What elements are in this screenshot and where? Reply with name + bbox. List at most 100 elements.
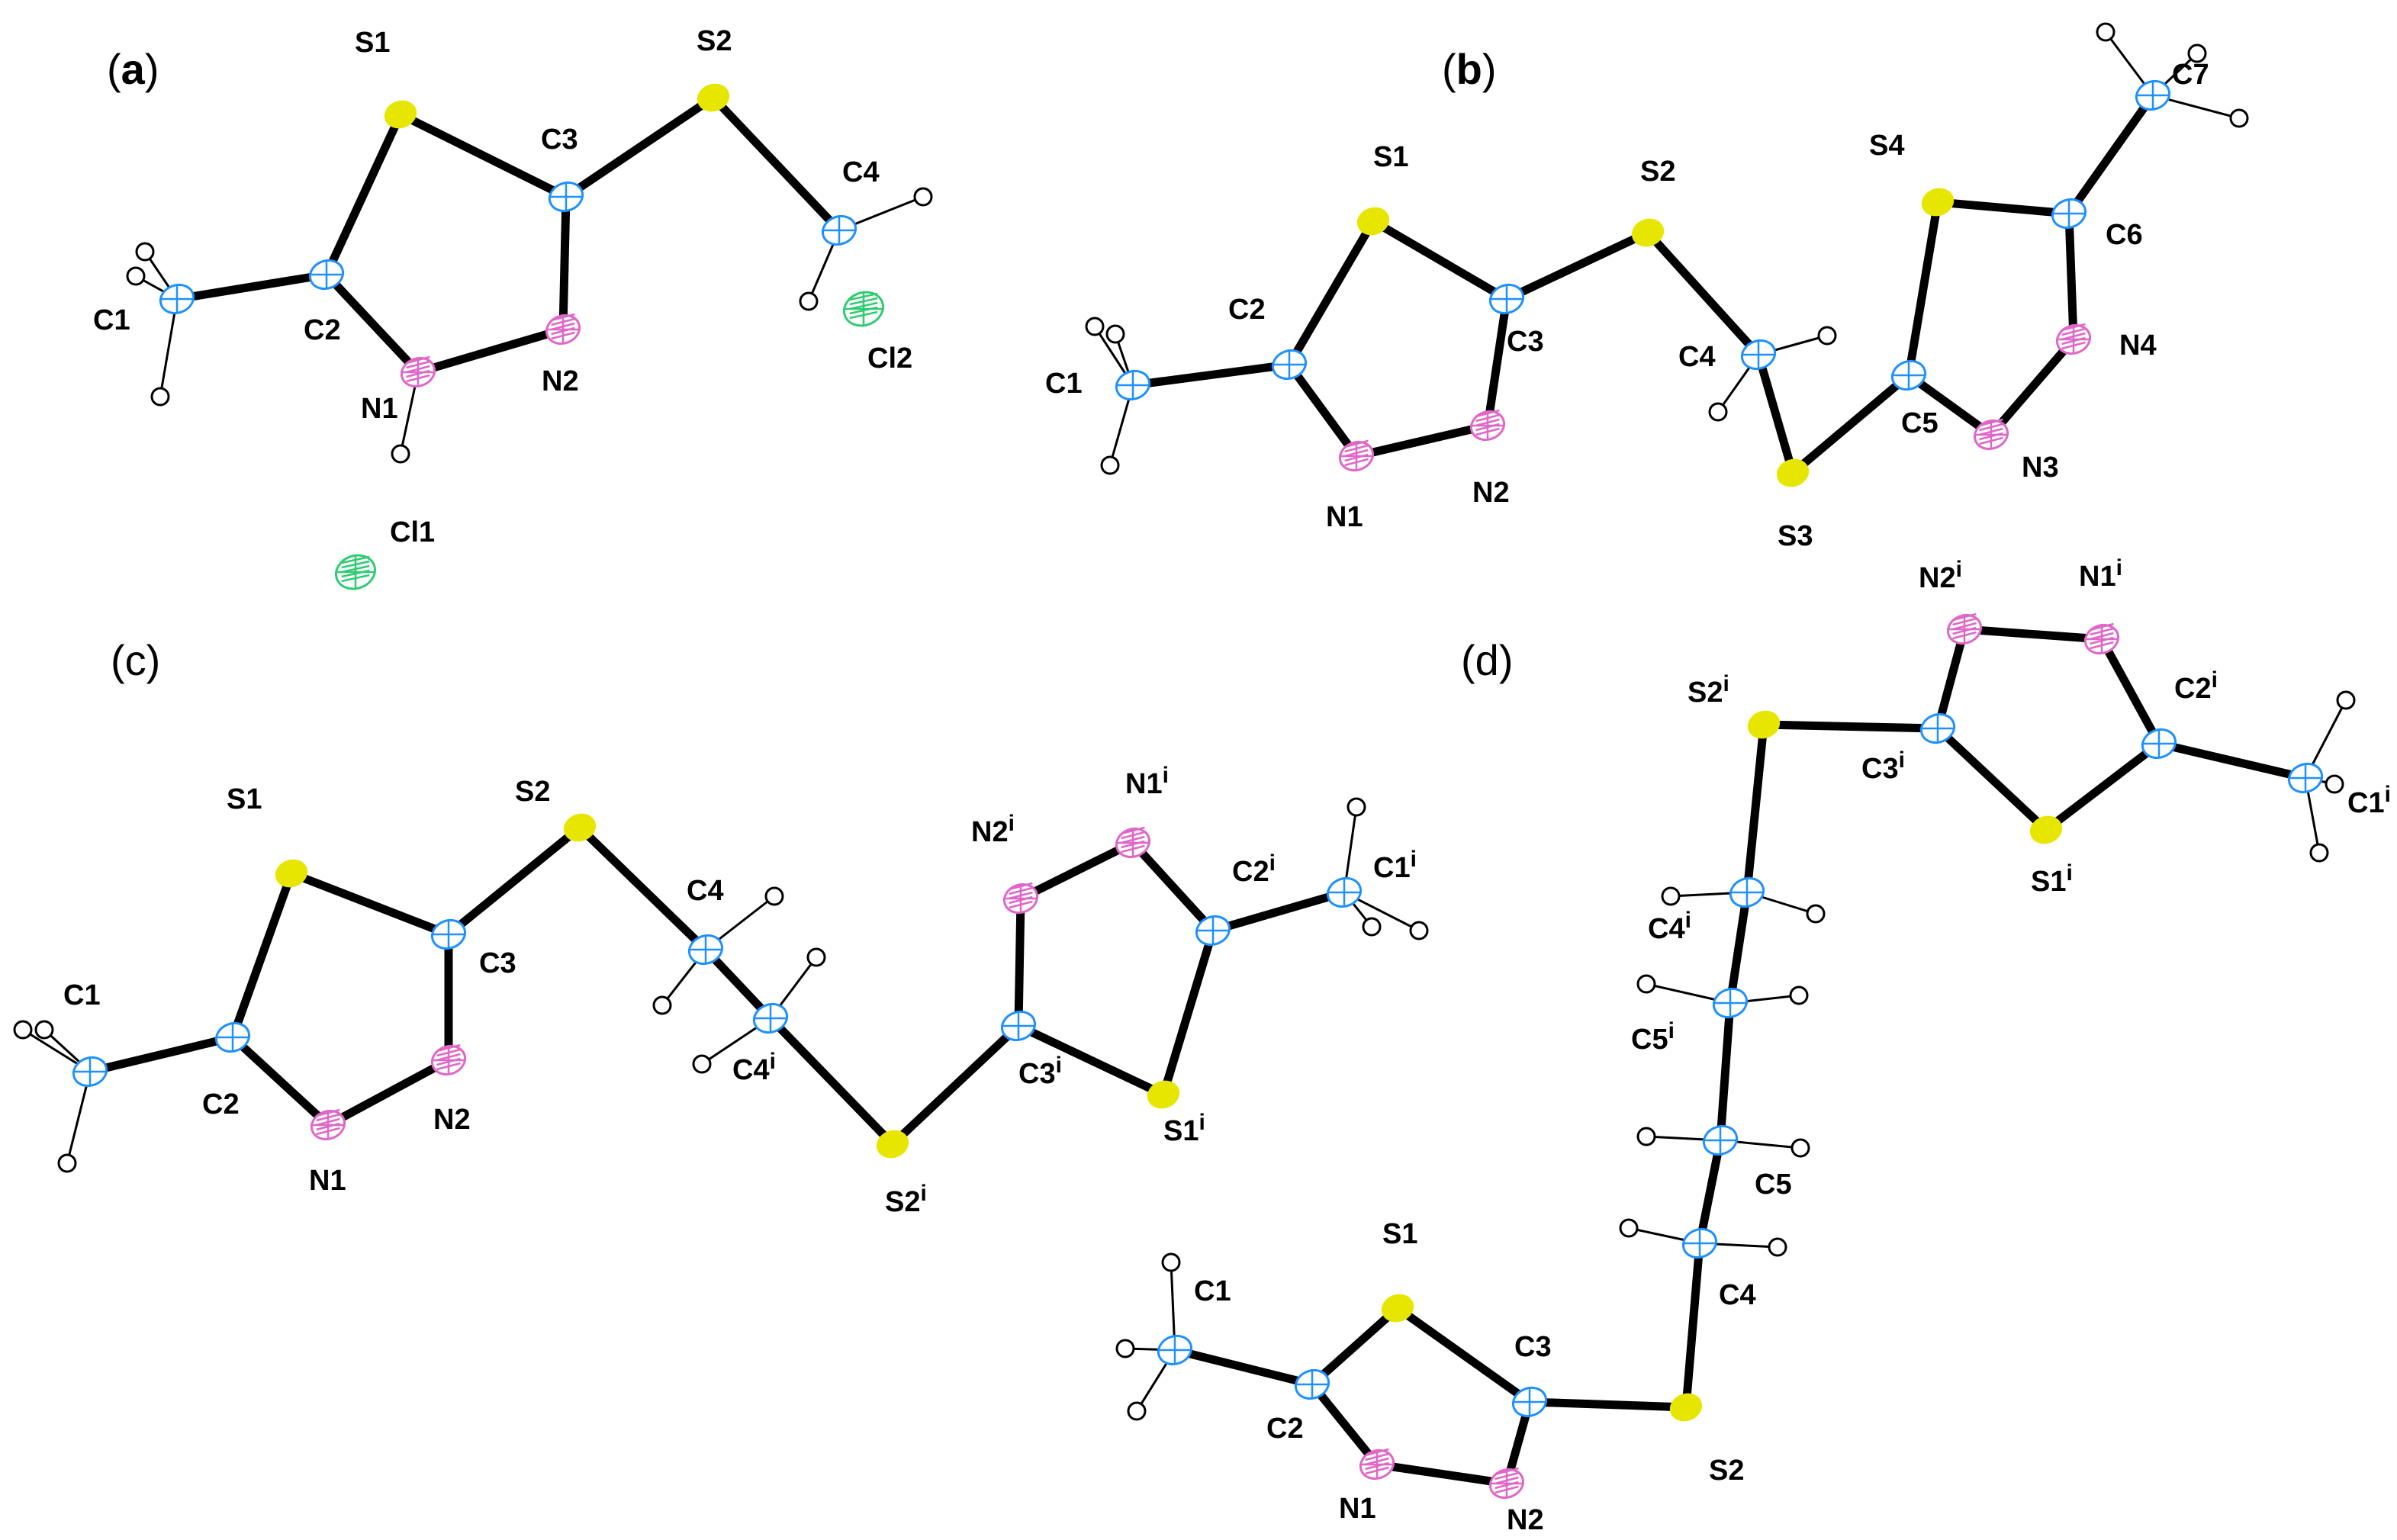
hydrogen-atom-c-17	[764, 886, 784, 906]
bond-c-s2-c4	[575, 823, 710, 954]
bond-d-s1-c2	[1308, 1304, 1402, 1389]
atom-b-n4	[2055, 323, 2092, 355]
atom-a-c2	[308, 259, 345, 291]
atom-label-b-s3: S3	[1778, 520, 1813, 552]
bond-b-c6-n4	[2064, 209, 2078, 344]
bond-c-c3i-n2i	[1014, 894, 1025, 1030]
atom-c-c3i	[1000, 1010, 1037, 1042]
bond-b-s3-c5	[1788, 371, 1913, 477]
hydrogen-atom-a-2	[150, 387, 170, 407]
bond-c-s1i-c3i	[1014, 1021, 1168, 1099]
atom-label-d-c1i: C1i	[2347, 782, 2391, 819]
bond-c-s2i-c3i	[888, 1021, 1023, 1149]
atom-b-c2	[1271, 349, 1308, 381]
atom-label-b-c5: C5	[1901, 407, 1939, 439]
bond-b-c6-c7	[2064, 91, 2157, 218]
hydrogen-atom-d-34	[1127, 1401, 1147, 1421]
bond-c-s1-c2	[228, 869, 296, 1042]
bond-b-n4-n3	[1987, 335, 2078, 439]
hydrogen-atom-b-11	[2096, 22, 2115, 42]
hydrogen-atom-d-29	[1791, 1138, 1810, 1158]
atom-c-s1	[275, 859, 308, 888]
hydrogen-atom-c-22	[1362, 917, 1382, 937]
atom-b-s4	[1921, 188, 1955, 217]
bond-b-c5-s4	[1904, 198, 1942, 380]
bond-b-s4-c6	[1933, 198, 2074, 218]
panel-label-c: (c)	[111, 636, 160, 684]
hydrogen-atom-b-8	[1100, 455, 1120, 475]
atom-c-c1i	[1326, 876, 1363, 908]
atom-label-b-s4: S4	[1869, 130, 1904, 162]
atom-c-n2	[430, 1043, 467, 1076]
atom-a-n2	[545, 313, 581, 346]
atom-label-c-s1i: S1i	[1163, 1110, 1205, 1147]
atom-label-c-s2: S2	[515, 776, 550, 808]
atom-c-c2	[214, 1021, 251, 1053]
atom-label-d-s2i: S2i	[1688, 671, 1729, 709]
atom-c-n1i	[1115, 826, 1151, 859]
bond-a-c2-c1	[172, 270, 331, 304]
atom-d-c5	[1702, 1124, 1739, 1156]
hydrogen-atom-d-28	[1636, 1127, 1656, 1146]
atom-label-c-c2: C2	[202, 1088, 240, 1120]
atom-d-s1i	[2029, 815, 2063, 844]
atom-b-s1	[1356, 207, 1390, 236]
hydrogen-atom-b-13	[2229, 108, 2249, 128]
atom-a-s1	[384, 100, 417, 129]
atom-label-d-c4: C4	[1719, 1279, 1756, 1311]
atom-label-b-s2: S2	[1640, 156, 1675, 188]
hydrogen-atom-d-35	[2336, 690, 2356, 710]
atom-label-b-n2: N2	[1472, 477, 1510, 509]
bond-b-n1-n2	[1352, 421, 1492, 461]
bond-a-s1-c3	[396, 110, 571, 201]
bond-d-c5-c4	[1695, 1136, 1725, 1248]
atom-label-d-c5: C5	[1755, 1169, 1792, 1201]
hydrogen-atom-c-20	[692, 1054, 712, 1074]
atom-label-d-c2: C2	[1266, 1413, 1304, 1445]
hydrogen-atom-d-31	[1768, 1237, 1787, 1257]
bond-d-s1i-c3i	[1933, 724, 2051, 834]
hydrogen-atom-d-25	[1806, 904, 1826, 924]
hydrogen-atom-a-4	[913, 187, 933, 207]
atom-a-cl2	[843, 291, 884, 327]
atom-label-a-c2: C2	[304, 314, 341, 346]
atom-label-b-s1: S1	[1373, 141, 1408, 173]
atom-label-b-c3: C3	[1507, 326, 1544, 358]
atom-label-b-n4: N4	[2119, 330, 2157, 362]
atom-label-d-c4i: C4i	[1648, 908, 1691, 945]
atom-d-n2i	[1946, 612, 1983, 645]
bond-d-c2-n1	[1308, 1380, 1382, 1469]
bonds-layer	[85, 91, 2310, 1488]
bond-d-s2-c3	[1525, 1397, 1691, 1412]
atom-label-c-n2i: N2i	[971, 811, 1015, 848]
atom-label-c-n1i: N1i	[1125, 763, 1169, 800]
hydrogen-atom-a-3	[391, 444, 410, 464]
hydrogen-atom-b-10	[1708, 402, 1728, 422]
atom-label-c-c2i: C2i	[1232, 850, 1276, 888]
atom-label-c-c4i: C4i	[732, 1049, 776, 1086]
atom-a-n1	[400, 355, 436, 388]
atom-label-c-s2i: S2i	[885, 1181, 927, 1218]
atom-d-c2i	[2141, 728, 2177, 760]
atom-label-a-n2: N2	[542, 365, 579, 397]
atom-label-c-c3i: C3i	[1018, 1053, 1062, 1090]
atom-c-s2i	[876, 1130, 909, 1159]
hydrogen-atom-c-23	[1409, 921, 1429, 940]
atom-label-a-cl1: Cl1	[390, 516, 435, 548]
atom-label-a-cl2: Cl2	[867, 342, 912, 375]
atom-label-c-n2: N2	[433, 1104, 471, 1136]
atom-label-b-c7: C7	[2172, 59, 2209, 91]
atoms-layer	[13, 22, 2356, 1500]
hydrogen-atom-d-30	[1619, 1218, 1639, 1238]
atom-b-c3	[1488, 283, 1525, 315]
atom-d-n1	[1359, 1448, 1395, 1481]
panel-label-a: (a)	[107, 45, 159, 93]
hydrogen-atom-d-27	[1789, 985, 1809, 1005]
atom-c-s1i	[1147, 1080, 1180, 1109]
bond-b-n3-c5	[1904, 371, 1996, 439]
bond-c-n2i-n1i	[1016, 838, 1137, 903]
atom-d-n2	[1488, 1467, 1525, 1500]
hydrogen-atom-c-14	[13, 1020, 33, 1040]
